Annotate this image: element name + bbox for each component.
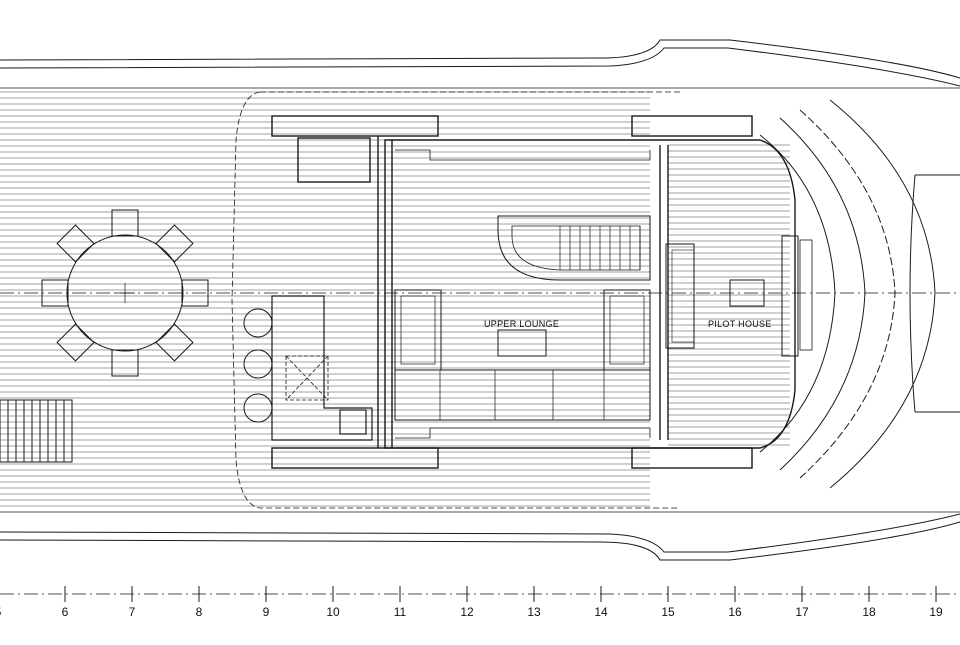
frame-number: 6 (62, 605, 69, 619)
dining-chair (56, 323, 95, 362)
frame-number: 16 (728, 605, 742, 619)
frame-number: 17 (795, 605, 809, 619)
frame-number: 8 (196, 605, 203, 619)
lounge-furniture (394, 289, 651, 421)
dining-chair (155, 224, 194, 263)
dining-chair (56, 224, 95, 263)
frame-number: 7 (129, 605, 136, 619)
bar-counter (271, 295, 373, 441)
deck-planking (0, 91, 790, 507)
hull-outline (0, 39, 960, 561)
frame-number: 13 (527, 605, 541, 619)
pilot-house-helm (665, 235, 813, 357)
spiral-staircase (497, 215, 651, 281)
frame-number: 9 (263, 605, 270, 619)
dining-chair (111, 349, 139, 377)
frame-number: 18 (862, 605, 876, 619)
frame-number: 19 (929, 605, 943, 619)
frame-number: 14 (594, 605, 608, 619)
frame-number: 12 (460, 605, 474, 619)
dining-chair (155, 323, 194, 362)
frame-number: 15 (661, 605, 675, 619)
dining-chair (181, 279, 209, 307)
frame-number: 11 (394, 605, 407, 619)
superstructure-walls (271, 115, 796, 469)
pilot-house-label: PILOT HOUSE (708, 319, 772, 329)
frame-number: 5 (0, 605, 2, 619)
upper-lounge-label: UPPER LOUNGE (484, 319, 559, 329)
frame-number: 10 (326, 605, 340, 619)
dining-chair (111, 209, 139, 237)
dining-chair (41, 279, 69, 307)
bow-windscreen (759, 99, 960, 489)
frame-ruler: 5 6 7 8 9 10 11 12 13 14 15 16 17 18 19 (0, 586, 943, 619)
aft-dining-table (41, 209, 209, 377)
aft-staircase (0, 399, 73, 463)
